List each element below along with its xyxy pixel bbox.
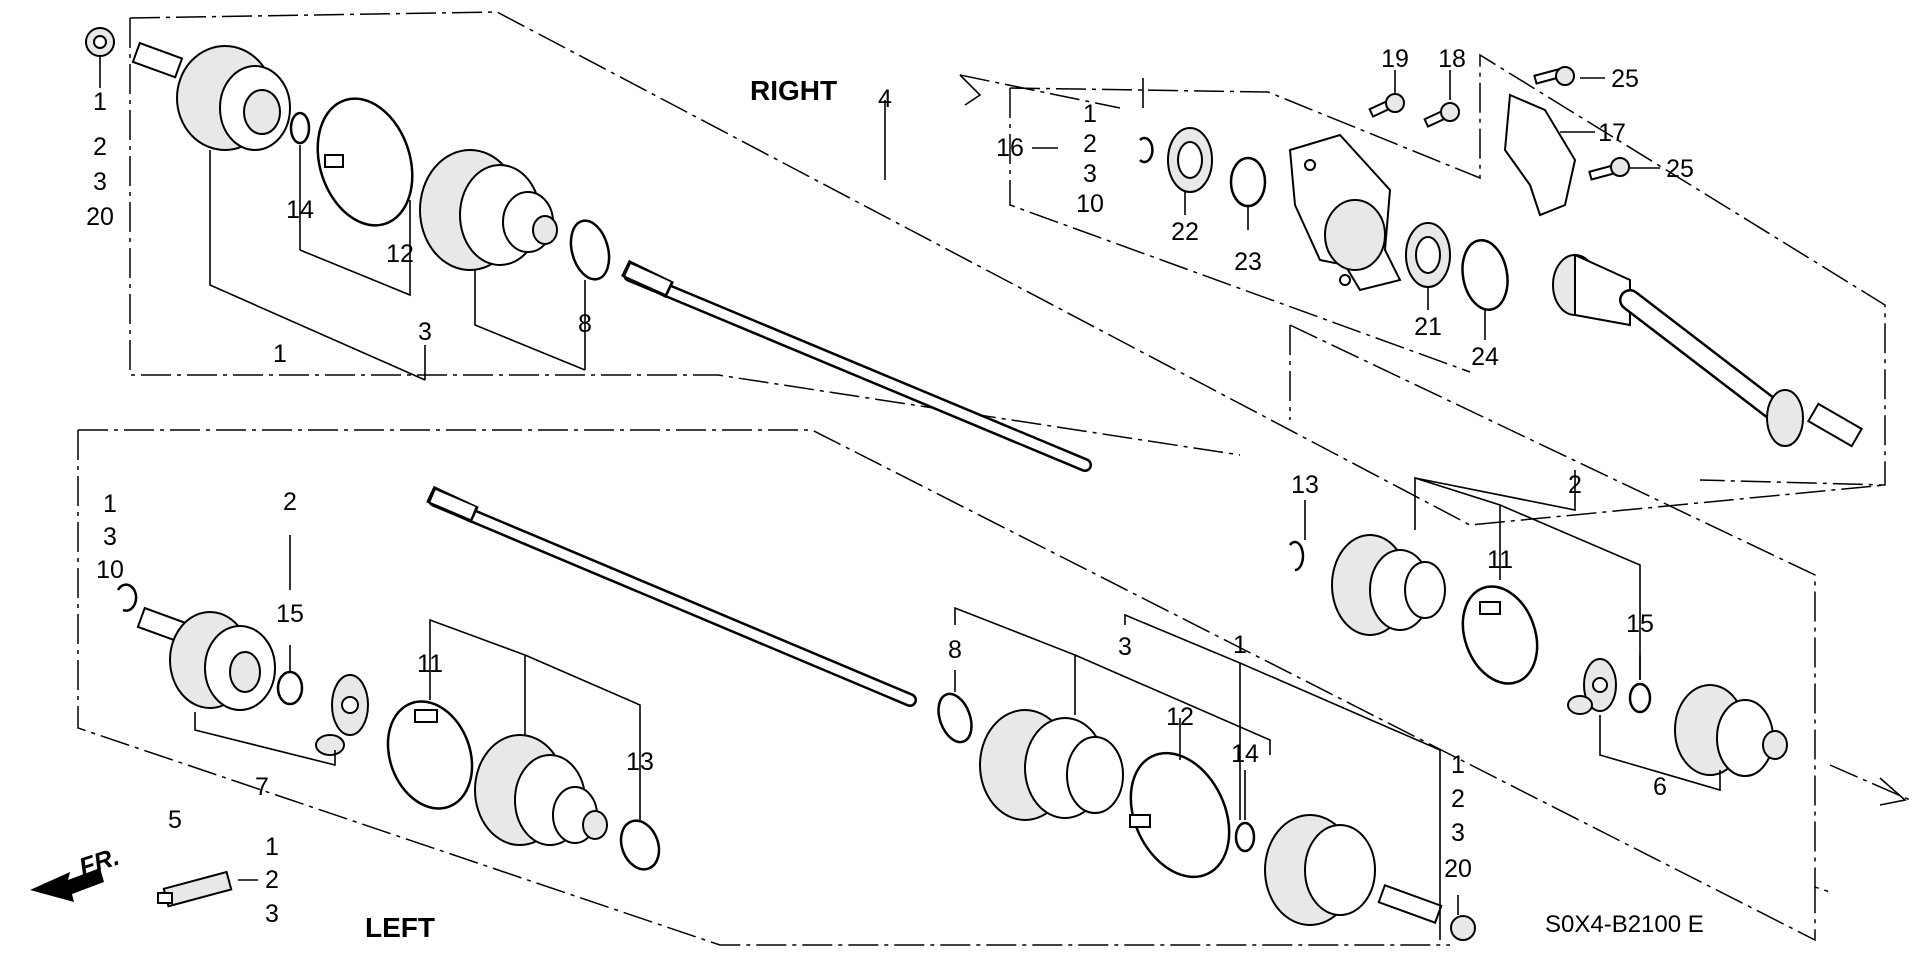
callout-l-11: 11 bbox=[417, 650, 443, 678]
callout-l-8: 8 bbox=[948, 636, 962, 664]
right-bearing-support bbox=[1288, 133, 1402, 292]
callout-l-right-stack-3: 3 bbox=[1451, 819, 1465, 847]
front-direction-arrow bbox=[30, 868, 104, 902]
left-inner-cv-joint bbox=[116, 583, 276, 711]
left-driveshaft-5 bbox=[426, 485, 917, 707]
callout-l-13: 13 bbox=[626, 748, 654, 776]
right-boot-band-12 bbox=[316, 97, 414, 227]
callout-l-right-stack-20: 20 bbox=[1444, 855, 1472, 883]
right-heading: RIGHT bbox=[750, 75, 837, 106]
callout-r-16-group-10: 10 bbox=[1076, 190, 1104, 218]
left-boot-band-11 bbox=[386, 700, 474, 810]
callout-r-16-group-1: 1 bbox=[1083, 100, 1097, 128]
left-right-side-boot bbox=[1288, 534, 1539, 685]
left-boot-2 bbox=[474, 734, 608, 846]
callout-r-25a: 25 bbox=[1611, 65, 1639, 93]
callout-l-right-stack-2: 2 bbox=[1451, 785, 1465, 813]
callout-r-23: 23 bbox=[1234, 248, 1262, 276]
left-ring-14 bbox=[1234, 821, 1256, 853]
right-leader-lines bbox=[99, 55, 1660, 381]
right-bearing-parts bbox=[1139, 93, 1460, 208]
callout-l-15r: 15 bbox=[1626, 610, 1654, 638]
callout-r-1: 1 bbox=[273, 340, 287, 368]
callout-r-topleft-20: 20 bbox=[86, 203, 114, 231]
left-tripod bbox=[315, 674, 369, 756]
callout-r-18: 18 bbox=[1438, 45, 1466, 73]
callout-l-13r: 13 bbox=[1291, 471, 1319, 499]
callout-r-25b: 25 bbox=[1666, 155, 1694, 183]
callout-r-topleft-3: 3 bbox=[93, 168, 107, 196]
callout-l-tube-1: 1 bbox=[265, 833, 279, 861]
callout-l-topleft-1: 1 bbox=[103, 490, 117, 518]
callout-r-12: 12 bbox=[386, 240, 414, 268]
callout-r-22: 22 bbox=[1171, 218, 1199, 246]
callout-r-19: 19 bbox=[1381, 45, 1409, 73]
right-driveshaft-4 bbox=[621, 259, 1092, 472]
right-bearing-21-24 bbox=[1405, 222, 1509, 311]
right-outer-cv-joint bbox=[85, 27, 291, 151]
callout-l-tube-2: 2 bbox=[265, 866, 279, 894]
left-right-side-tripod bbox=[1567, 658, 1788, 777]
left-leader-lines bbox=[194, 470, 1721, 940]
callout-r-17: 17 bbox=[1598, 119, 1626, 147]
callout-l-7: 7 bbox=[255, 773, 269, 801]
callout-r-topleft-2: 2 bbox=[93, 133, 107, 161]
callout-r-24: 24 bbox=[1471, 343, 1499, 371]
callout-l-14: 14 bbox=[1231, 740, 1259, 768]
callout-l-5: 5 bbox=[168, 806, 182, 834]
right-boot-3 bbox=[419, 149, 558, 271]
callout-r-4: 4 bbox=[878, 85, 892, 113]
callout-r-16: 16 bbox=[996, 134, 1024, 162]
callout-l-tube-3: 3 bbox=[265, 900, 279, 928]
callout-r-8: 8 bbox=[578, 310, 592, 338]
callout-l-12: 12 bbox=[1166, 703, 1194, 731]
callout-r-16-group-3: 3 bbox=[1083, 160, 1097, 188]
callout-r-16-group-2: 2 bbox=[1083, 130, 1097, 158]
left-boot-band-12 bbox=[1129, 751, 1231, 879]
left-heading: LEFT bbox=[365, 912, 435, 943]
left-assembly-frame bbox=[77, 324, 1911, 946]
left-outer-cv-joint bbox=[1264, 814, 1476, 941]
grease-tube bbox=[157, 870, 233, 908]
front-marker-label: FR. bbox=[76, 843, 123, 882]
callout-l-3: 3 bbox=[1118, 633, 1132, 661]
callout-l-1: 1 bbox=[1233, 631, 1247, 659]
callout-r-3: 3 bbox=[418, 318, 432, 346]
right-boot-band-8 bbox=[569, 219, 611, 281]
callout-l-right-stack-1: 1 bbox=[1451, 751, 1465, 779]
left-ring-15 bbox=[276, 670, 304, 706]
callout-l-topleft-3: 3 bbox=[103, 523, 117, 551]
right-inner-ring-14 bbox=[289, 111, 311, 145]
left-outer-boot bbox=[937, 692, 1124, 821]
callout-r-21: 21 bbox=[1414, 313, 1442, 341]
diagram-code: S0X4-B2100 E bbox=[1545, 911, 1704, 938]
left-band-13 bbox=[619, 819, 661, 871]
callout-l-2r: 2 bbox=[1568, 471, 1582, 499]
callout-l-2: 2 bbox=[283, 488, 297, 516]
callout-l-11r: 11 bbox=[1487, 546, 1513, 574]
callout-l-topleft-10: 10 bbox=[96, 556, 124, 584]
callout-r-topleft-1: 1 bbox=[93, 88, 107, 116]
callout-l-15: 15 bbox=[276, 600, 304, 628]
right-bearing-cap-17 bbox=[1503, 66, 1630, 217]
right-inner-shaft bbox=[1552, 253, 1864, 448]
callout-r-14: 14 bbox=[286, 196, 314, 224]
callout-l-6: 6 bbox=[1653, 773, 1667, 801]
